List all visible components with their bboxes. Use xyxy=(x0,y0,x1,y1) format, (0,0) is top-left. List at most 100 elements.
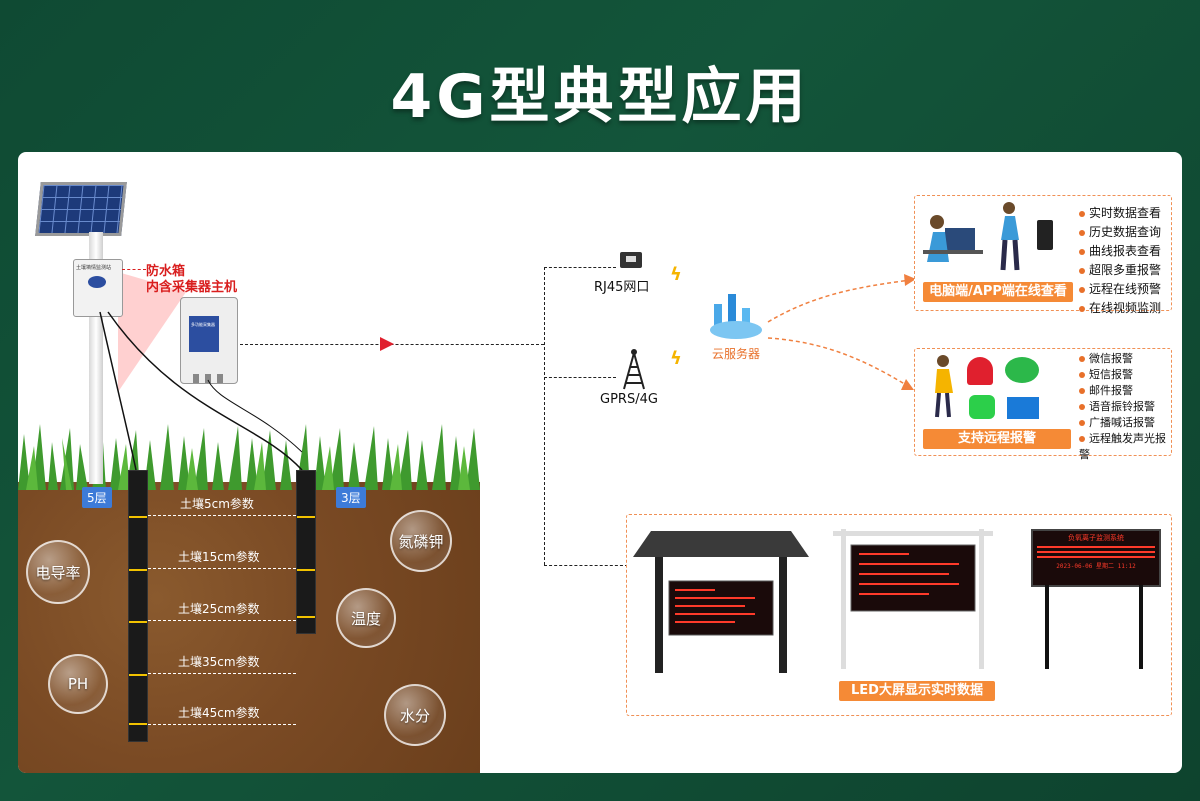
depth-label-45: 土壤45cm参数 xyxy=(178,706,260,720)
probe-marker xyxy=(129,516,147,518)
screen-leg xyxy=(1139,585,1143,669)
pc-user-icon xyxy=(923,215,983,262)
alarm-feature-item: 微信报警 xyxy=(1079,351,1171,367)
led-row xyxy=(1037,556,1155,558)
led-row xyxy=(1037,546,1155,548)
probe-marker xyxy=(297,516,315,518)
box-note: 防水箱 内含采集器主机 xyxy=(146,264,237,296)
screen-leg xyxy=(1045,585,1049,669)
rj45-label: RJ45网口 xyxy=(594,280,650,295)
page-title: 4G型典型应用 xyxy=(390,62,810,132)
sms-icon xyxy=(969,395,995,419)
alarm-feature-item: 广播喊话报警 xyxy=(1079,415,1171,431)
mobile-user-icon xyxy=(1000,202,1053,271)
bullet-icon xyxy=(1079,356,1085,362)
branch-line-rj45 xyxy=(544,267,616,268)
layer-badge-3: 3层 xyxy=(336,487,366,508)
depth-line xyxy=(148,515,296,516)
bubble-temperature: 温度 xyxy=(336,588,396,648)
led-display-button[interactable]: LED大屏显示实时数据 xyxy=(839,681,995,701)
box-note-line1: 防水箱 xyxy=(146,264,186,279)
router-icon xyxy=(620,252,642,268)
led-row xyxy=(1037,551,1155,553)
bubble-ec: 电导率 xyxy=(26,540,90,604)
remote-alarm-panel: 支持远程报警 微信报警 短信报警 邮件报警 语音振铃报警 广播喊话报警 远程触发… xyxy=(914,348,1172,461)
pavilion-led-screen xyxy=(633,531,809,673)
bullet-icon xyxy=(1079,372,1085,378)
gprs-label: GPRS/4G xyxy=(600,392,658,407)
depth-label-5: 土壤5cm参数 xyxy=(180,497,254,511)
probe-marker xyxy=(129,723,147,725)
probe-marker xyxy=(129,674,147,676)
bullet-icon xyxy=(1079,388,1085,394)
depth-line xyxy=(148,724,296,725)
depth-line xyxy=(148,568,296,569)
signal-icon: ϟ xyxy=(670,348,682,369)
standing-led-screen: 负氧离子监测系统 2023-06-06 星期二 11:12 xyxy=(1031,529,1161,587)
person-icon xyxy=(935,355,953,418)
online-feature-list: 实时数据查看 历史数据查询 曲线报表查看 超限多重报警 远程在线预警 在线视频监… xyxy=(1079,204,1161,318)
connector-icon xyxy=(193,374,199,383)
alarm-feature-item: 短信报警 xyxy=(1079,367,1171,383)
probe-marker xyxy=(297,569,315,571)
cloud-label: 云服务器 xyxy=(712,347,761,361)
branch-line-gprs xyxy=(544,377,616,378)
bullet-icon xyxy=(1079,286,1085,293)
alarm-feature-item: 语音振铃报警 xyxy=(1079,399,1171,415)
probe-marker xyxy=(129,569,147,571)
signal-icon: ϟ xyxy=(670,264,682,285)
bullet-icon xyxy=(1079,436,1085,442)
note-pointer xyxy=(122,269,146,270)
online-view-panel: 电脑端/APP端在线查看 实时数据查看 历史数据查询 曲线报表查看 超限多重报警… xyxy=(914,195,1172,315)
online-feature-item: 超限多重报警 xyxy=(1079,261,1161,280)
depth-label-35: 土壤35cm参数 xyxy=(178,655,260,669)
online-feature-item: 历史数据查询 xyxy=(1079,223,1161,242)
remote-alarm-button[interactable]: 支持远程报警 xyxy=(923,429,1071,449)
led-display-panel: 负氧离子监测系统 2023-06-06 星期二 11:12 LED大屏显示实时数… xyxy=(626,514,1172,716)
online-feature-item: 在线视频监测 xyxy=(1079,299,1161,318)
diagram-card: 土壤墒情监测站 防水箱 内含采集器主机 多功能采集器 5层 3层 土壤5cm参数… xyxy=(18,152,1182,773)
alarm-feature-list: 微信报警 短信报警 邮件报警 语音振铃报警 广播喊话报警 远程触发声光报警 xyxy=(1079,351,1171,463)
online-feature-item: 实时数据查看 xyxy=(1079,204,1161,223)
probe-5-layer xyxy=(128,470,148,742)
online-view-button[interactable]: 电脑端/APP端在线查看 xyxy=(923,282,1073,302)
connector-icon xyxy=(205,374,211,383)
email-icon xyxy=(1007,397,1039,419)
bullet-icon xyxy=(1079,305,1085,312)
bullet-icon xyxy=(1079,248,1085,255)
bubble-ph: PH xyxy=(48,654,108,714)
sensor-cables xyxy=(99,311,303,471)
bullet-icon xyxy=(1079,404,1085,410)
bullet-icon xyxy=(1079,229,1085,236)
led-screen-title: 负氧离子监测系统 xyxy=(1068,534,1124,542)
probe-marker xyxy=(297,616,315,618)
probe-marker xyxy=(129,621,147,623)
branch-line xyxy=(544,267,545,565)
depth-line xyxy=(148,673,296,674)
connector-icon xyxy=(217,374,223,383)
wechat-icon xyxy=(1005,357,1039,383)
router-port xyxy=(626,256,636,262)
led-screen-date: 2023-06-06 星期二 11:12 xyxy=(1056,563,1136,570)
siren-icon xyxy=(967,357,993,385)
collector-panel xyxy=(189,316,219,352)
alarm-feature-item: 邮件报警 xyxy=(1079,383,1171,399)
depth-label-25: 土壤25cm参数 xyxy=(178,602,260,616)
bullet-icon xyxy=(1079,210,1085,217)
branch-line-led xyxy=(544,565,628,566)
waterproof-box: 土壤墒情监测站 xyxy=(73,259,123,317)
online-feature-item: 远程在线预警 xyxy=(1079,280,1161,299)
alarm-feature-item: 远程触发声光报警 xyxy=(1079,432,1166,461)
online-feature-item: 曲线报表查看 xyxy=(1079,242,1161,261)
bullet-icon xyxy=(1079,420,1085,426)
cloud-to-clients-arrows xyxy=(767,274,916,390)
layer-badge-5: 5层 xyxy=(82,487,112,508)
bubble-npk: 氮磷钾 xyxy=(390,510,452,572)
depth-label-15: 土壤15cm参数 xyxy=(178,550,260,564)
collector-device: 多功能采集器 xyxy=(180,297,238,384)
collector-label: 多功能采集器 xyxy=(191,322,215,327)
highlight-beam xyxy=(118,272,186,392)
bubble-moisture: 水分 xyxy=(384,684,446,746)
probe-3-layer xyxy=(296,470,316,634)
bullet-icon xyxy=(1079,267,1085,274)
